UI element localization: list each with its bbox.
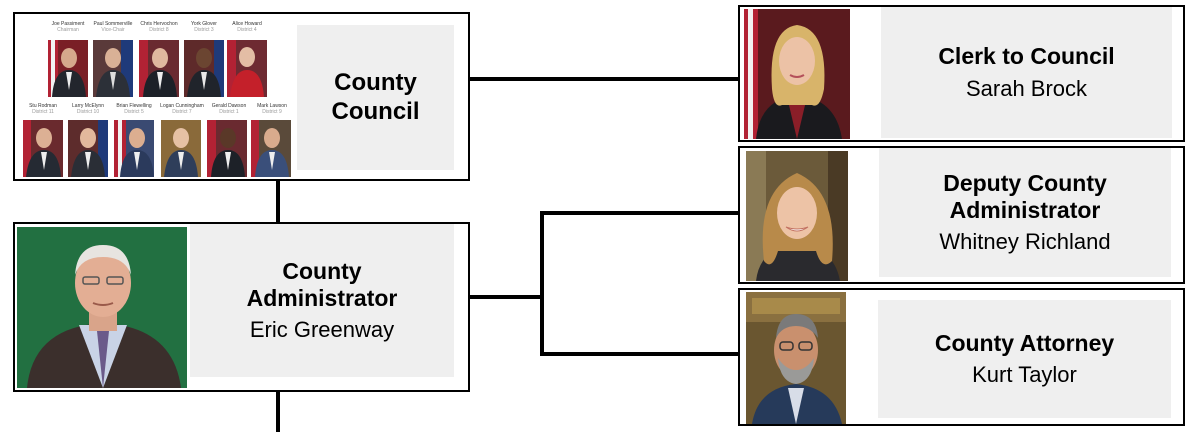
clerk-name: Sarah Brock bbox=[965, 75, 1088, 101]
administrator-label-panel: County Administrator Eric Greenway bbox=[190, 224, 454, 377]
administrator-down-line bbox=[276, 390, 280, 432]
branch-to-deputy-line bbox=[540, 211, 740, 215]
branch-to-attorney-line bbox=[540, 352, 740, 356]
administrator-to-branch-line bbox=[468, 295, 542, 299]
deputy-label-panel: Deputy County Administrator Whitney Rich… bbox=[879, 148, 1171, 277]
clerk-label-panel: Clerk to Council Sarah Brock bbox=[881, 7, 1172, 138]
county-attorney-box: County Attorney Kurt Taylor bbox=[738, 288, 1185, 426]
county-council-title: County Council bbox=[331, 69, 420, 125]
clerk-portrait bbox=[744, 9, 850, 139]
council-row2-portraits bbox=[23, 120, 291, 177]
attorney-title: County Attorney bbox=[934, 329, 1115, 356]
administrator-title: County Administrator bbox=[246, 257, 398, 311]
attorney-portrait bbox=[746, 292, 846, 424]
administrator-portrait bbox=[17, 227, 187, 388]
county-administrator-box: County Administrator Eric Greenway bbox=[13, 222, 470, 392]
council-to-clerk-line bbox=[468, 77, 740, 81]
attorney-name: Kurt Taylor bbox=[972, 362, 1077, 388]
county-council-label-panel: County Council bbox=[297, 25, 454, 170]
council-row1-portraits bbox=[48, 40, 267, 97]
branch-vertical-line bbox=[540, 211, 544, 356]
deputy-administrator-box: Deputy County Administrator Whitney Rich… bbox=[738, 146, 1185, 284]
clerk-title: Clerk to Council bbox=[938, 43, 1115, 70]
deputy-name: Whitney Richland bbox=[939, 229, 1111, 255]
attorney-label-panel: County Attorney Kurt Taylor bbox=[878, 300, 1171, 418]
deputy-title: Deputy County Administrator bbox=[943, 169, 1107, 223]
clerk-to-council-box: Clerk to Council Sarah Brock bbox=[738, 5, 1185, 142]
council-to-administrator-line bbox=[276, 180, 280, 224]
administrator-name: Eric Greenway bbox=[249, 317, 395, 343]
deputy-portrait bbox=[746, 151, 848, 281]
